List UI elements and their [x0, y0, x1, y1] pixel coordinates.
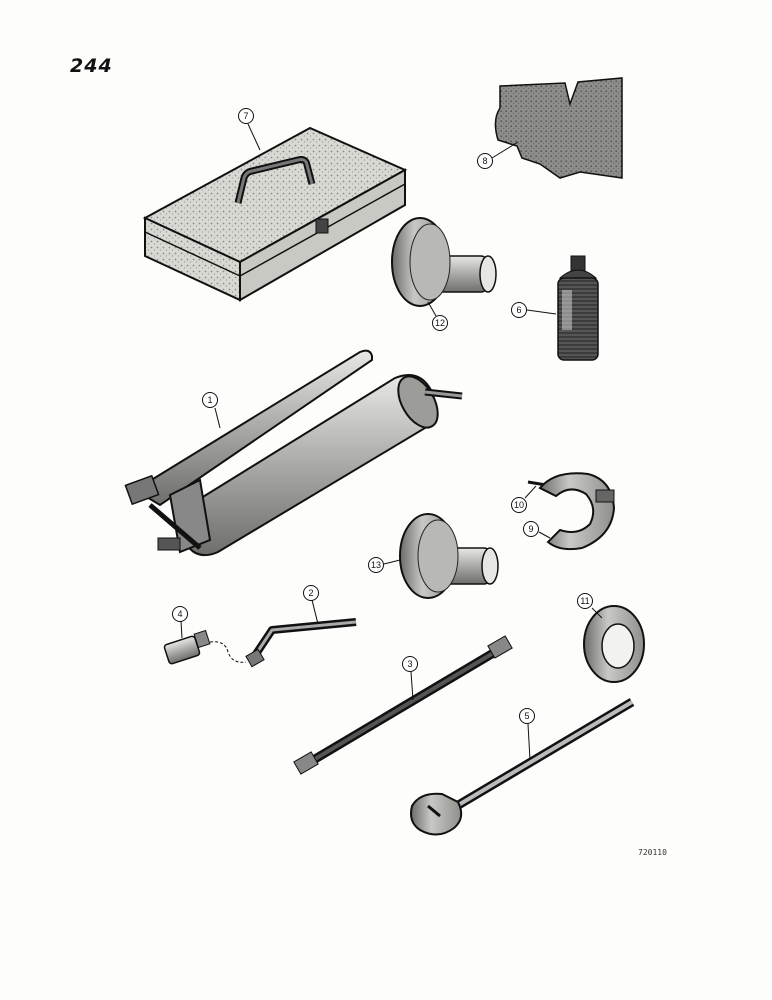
callout-10: 10 [511, 497, 527, 513]
callout-7: 7 [238, 108, 254, 124]
tool-box-icon [142, 126, 408, 302]
callout-label: 2 [308, 588, 313, 598]
callout-label: 12 [435, 318, 445, 328]
callout-4: 4 [172, 606, 188, 622]
hose-extension-icon [293, 635, 513, 775]
gauge-plate-icon [494, 77, 623, 179]
callout-label: 9 [528, 524, 533, 534]
callout-label: 3 [407, 659, 412, 669]
callout-label: 7 [243, 111, 248, 121]
callout-leaders [180, 123, 603, 761]
callout-label: 6 [516, 305, 521, 315]
callout-label: 10 [514, 500, 524, 510]
callout-11: 11 [577, 593, 593, 609]
page-number: 244 [70, 55, 113, 77]
callout-6: 6 [511, 302, 527, 318]
driver-disc-icon [391, 217, 497, 307]
callout-8: 8 [477, 153, 493, 169]
callout-12: 12 [432, 315, 448, 331]
drawing-id: 720110 [638, 848, 667, 857]
bent-nozzle-pipe-icon [245, 618, 357, 668]
callout-label: 4 [177, 609, 182, 619]
wrench-bar-icon [410, 698, 635, 836]
split-collar-icon [538, 472, 616, 551]
grease-gun-icon [124, 349, 463, 556]
oil-bottle-icon [557, 255, 599, 361]
ring-icon [583, 605, 645, 683]
callout-1: 1 [202, 392, 218, 408]
callout-label: 5 [524, 711, 529, 721]
callout-label: 1 [207, 395, 212, 405]
callout-label: 8 [482, 156, 487, 166]
callout-label: 13 [371, 560, 381, 570]
callout-label: 11 [580, 596, 589, 606]
driver-disc-icon [399, 513, 499, 599]
callout-3: 3 [402, 656, 418, 672]
callout-13: 13 [368, 557, 384, 573]
callout-9: 9 [523, 521, 539, 537]
coupler-icon [163, 629, 247, 665]
callout-2: 2 [303, 585, 319, 601]
callout-5: 5 [519, 708, 535, 724]
